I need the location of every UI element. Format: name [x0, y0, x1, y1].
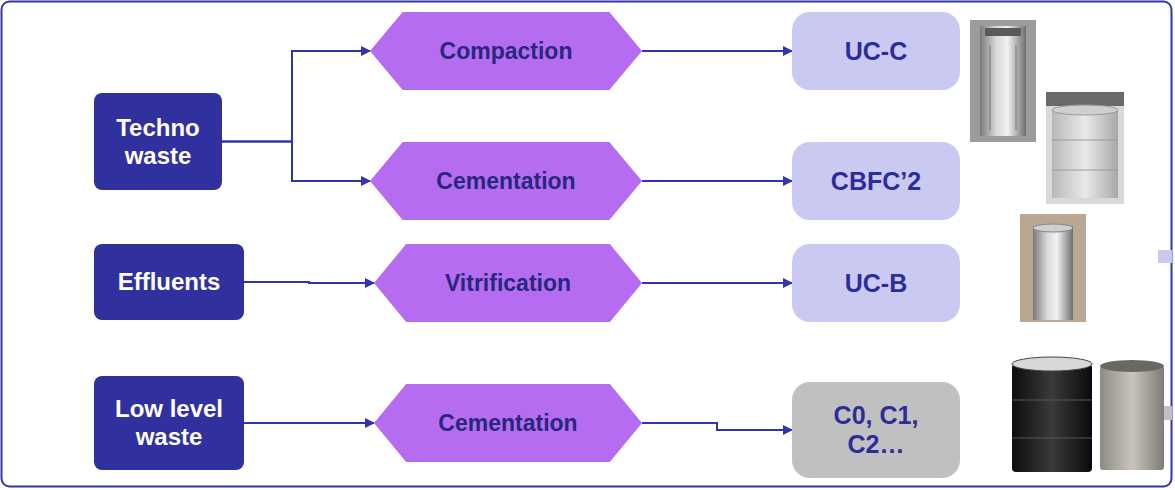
source-box: Effluents	[94, 244, 244, 320]
node-label: UC-B	[845, 269, 908, 298]
flow-arrow	[244, 422, 374, 424]
package-box: CBFC’2	[792, 142, 960, 220]
small-square	[1164, 406, 1172, 420]
package-box: C0, C1, C2…	[792, 382, 960, 478]
hexagon-outline	[374, 244, 642, 322]
process-hexagon: Vitrification	[374, 244, 642, 322]
node-label: Vitrification	[445, 270, 571, 296]
source-box: Low level waste	[94, 376, 244, 470]
package-box: UC-C	[792, 12, 960, 90]
small-square	[1158, 250, 1172, 263]
node-label: Cementation	[438, 410, 577, 436]
black-drum-photo	[1012, 357, 1092, 472]
flow-arrow	[642, 423, 792, 430]
process-hexagon: Cementation	[370, 142, 642, 220]
flow-arrow	[642, 282, 792, 284]
hexagon-outline	[370, 12, 642, 90]
node-label: C0, C1, C2…	[816, 401, 936, 459]
hexagon-outline	[370, 142, 642, 220]
grey-drum-photo	[1100, 360, 1164, 470]
drum-photo	[1046, 92, 1124, 204]
flow-arrow	[222, 142, 370, 182]
flow-arrow	[244, 282, 374, 283]
node-label: Compaction	[440, 38, 573, 64]
process-hexagon: Compaction	[370, 12, 642, 90]
node-label: UC-C	[845, 37, 908, 66]
flow-arrow	[642, 180, 792, 182]
node-label: Techno waste	[103, 114, 213, 169]
node-label: CBFC’2	[831, 167, 921, 196]
process-hexagon: Cementation	[374, 384, 642, 462]
flow-arrow	[222, 51, 370, 142]
canister-photo	[970, 20, 1036, 142]
node-label: Effluents	[118, 268, 221, 296]
hexagon-outline	[374, 384, 642, 462]
node-label: Low level waste	[104, 395, 234, 450]
source-box: Techno waste	[94, 93, 222, 190]
package-box: UC-B	[792, 244, 960, 322]
node-label: Cementation	[436, 168, 575, 194]
vitrified-canister-photo	[1020, 214, 1086, 322]
flow-arrow	[642, 50, 792, 52]
